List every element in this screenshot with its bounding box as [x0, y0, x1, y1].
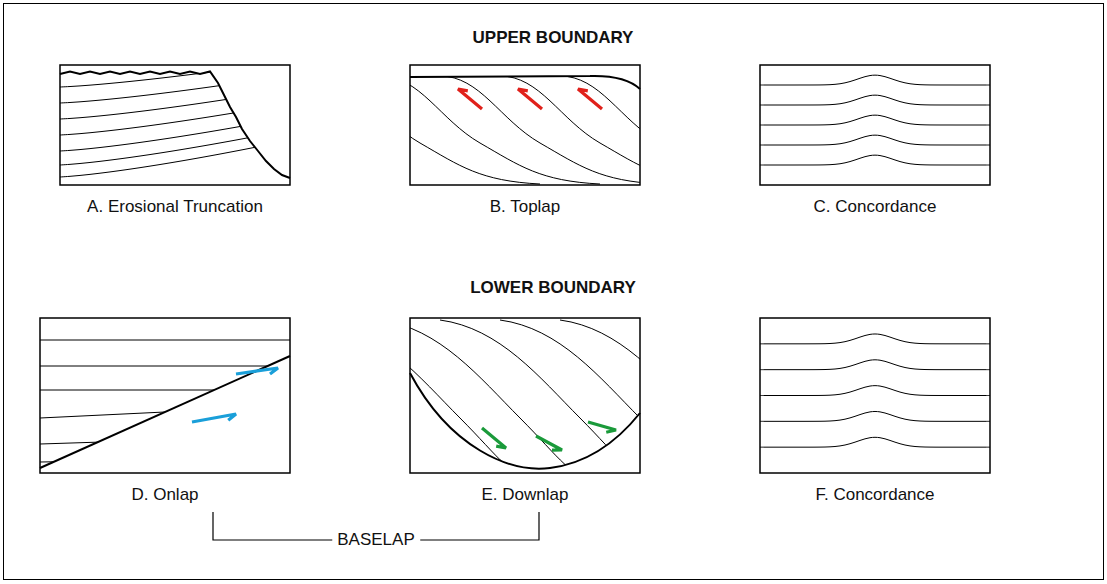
direction-arrow [236, 368, 278, 374]
direction-arrow [458, 89, 482, 109]
panel: C. Concordance [760, 65, 990, 217]
downlap-surface [410, 373, 640, 469]
onlap-surface [40, 356, 290, 468]
panel: D. Onlap [40, 318, 290, 505]
direction-arrow [482, 428, 506, 448]
erosion-surface [60, 72, 290, 179]
panel-frame [760, 318, 990, 473]
concordance-illustration [760, 318, 990, 473]
section-heading: UPPER BOUNDARY [468, 28, 639, 47]
bracket-label: BASELAP [332, 530, 420, 549]
panel: B. Toplap [410, 65, 640, 217]
direction-arrow [536, 436, 562, 450]
panel-frame [410, 318, 640, 473]
panel: A. Erosional Truncation [60, 65, 290, 217]
panel-caption: B. Toplap [490, 197, 561, 217]
panel-frame [760, 65, 990, 185]
outer-frame [4, 4, 1104, 580]
toplap-surface [410, 76, 640, 89]
panel-frame [60, 65, 290, 185]
panel-caption: D. Onlap [131, 485, 198, 505]
label-holder: UPPER BOUNDARY [468, 28, 639, 48]
truncation-illustration [60, 61, 290, 185]
label-holder: LOWER BOUNDARY [465, 278, 641, 298]
panel: E. Downlap [410, 318, 640, 505]
direction-arrow [578, 89, 602, 109]
panel: F. Concordance [760, 318, 990, 505]
section-heading: LOWER BOUNDARY [465, 278, 641, 297]
panel-frame [410, 65, 640, 185]
panel-caption: C. Concordance [814, 197, 937, 217]
panel-caption: E. Downlap [482, 485, 569, 505]
label-holder: BASELAP [332, 530, 420, 550]
direction-arrow [518, 89, 542, 109]
panel-caption: A. Erosional Truncation [87, 197, 263, 217]
concordance-illustration [760, 65, 990, 185]
panel-caption: F. Concordance [815, 485, 934, 505]
downlap-illustration [260, 318, 790, 490]
onlap-illustration [40, 318, 290, 473]
direction-arrow [192, 414, 236, 422]
direction-arrow [588, 422, 616, 432]
panel-frame [40, 318, 290, 473]
